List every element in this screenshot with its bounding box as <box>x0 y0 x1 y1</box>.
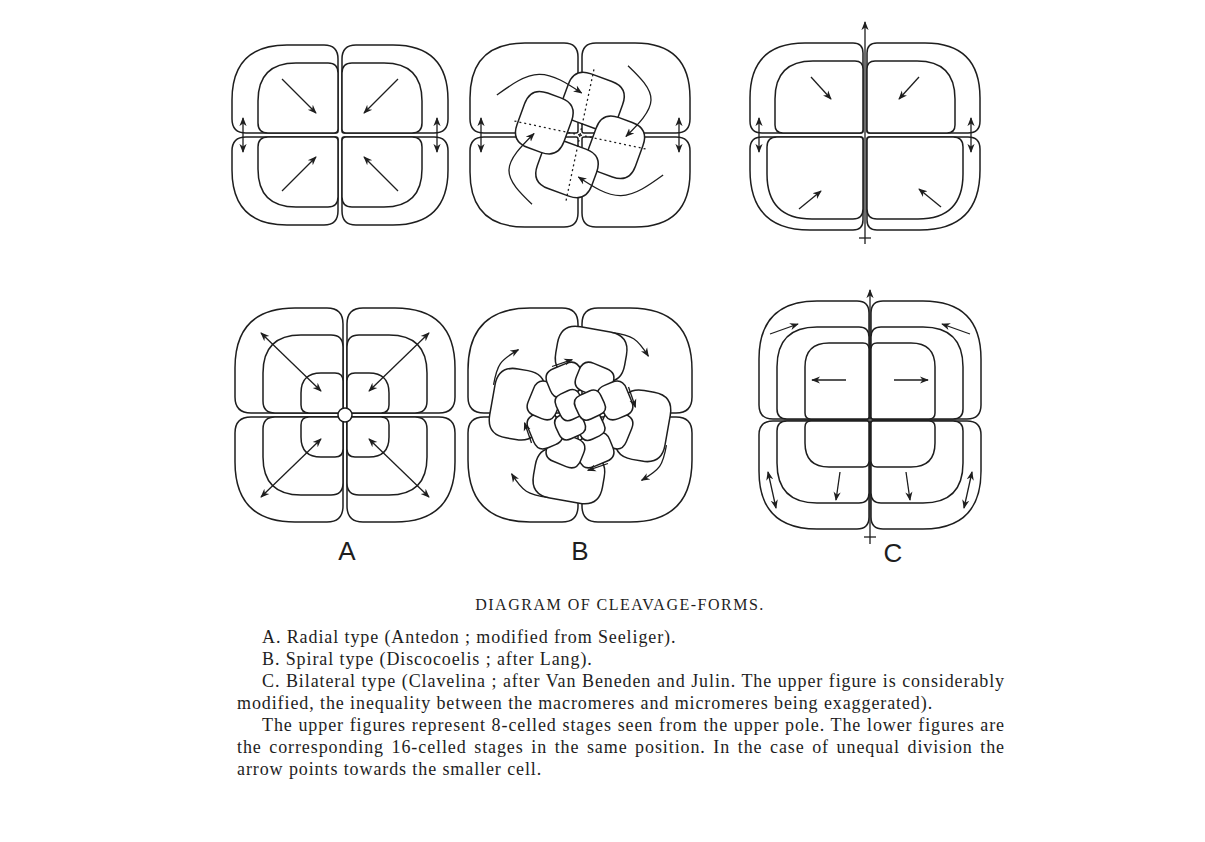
macromere-cell <box>232 45 338 133</box>
furrow-dotted-line <box>580 67 595 135</box>
diagram-title: DIAGRAM OF CLEAVAGE-FORMS. <box>475 595 765 615</box>
central-cell <box>871 343 935 419</box>
spiral-arrow <box>642 445 667 480</box>
middle-cell <box>777 421 869 503</box>
cleavage-arrow <box>836 472 840 500</box>
micromere-cell <box>342 63 422 133</box>
cell-drawings <box>232 43 981 529</box>
micromere-cell <box>258 137 338 207</box>
cleavage-arrow <box>364 79 398 113</box>
central-cell <box>871 421 935 467</box>
outer-cell <box>235 308 343 413</box>
double-arrow <box>480 118 481 152</box>
inner-cell <box>301 417 343 457</box>
caption-paragraph: The upper figures represent 8-celled sta… <box>237 714 1005 780</box>
outer-cell <box>347 308 455 413</box>
cleavage-arrow <box>770 324 798 334</box>
spiral-arrow <box>626 66 651 137</box>
macromere-cell <box>767 137 863 219</box>
cleavage-arrow <box>942 324 970 334</box>
middle-cell <box>777 327 869 419</box>
spiral-arrow <box>512 474 549 498</box>
spiral-arrow <box>525 423 532 443</box>
double-arrow <box>261 333 321 391</box>
macromere-cell <box>342 45 448 133</box>
figure-letter: A <box>338 536 355 566</box>
caption-paragraph: B. Spiral type (Discocoelis ; after Lang… <box>237 648 1005 670</box>
inner-cell <box>347 417 389 457</box>
double-arrow <box>436 118 437 152</box>
double-arrow <box>242 118 243 152</box>
figure-letter: B <box>571 536 588 566</box>
inner-cell <box>347 373 389 413</box>
spiral-arrow <box>552 360 572 367</box>
cleavage-arrow <box>894 379 928 380</box>
inner-cell <box>301 373 343 413</box>
double-arrow <box>261 439 321 497</box>
caption-block: A. Radial type (Antedon ; modified from … <box>237 626 1005 780</box>
macromere-cell <box>867 43 980 133</box>
furrow-dotted-line <box>565 135 580 203</box>
apical-cell <box>572 387 608 422</box>
macromere-cell <box>750 43 863 133</box>
micromere-cell <box>867 61 955 133</box>
micromere-cell <box>342 137 422 207</box>
cleavage-arrow <box>799 191 821 209</box>
double-arrow <box>964 472 972 508</box>
caption-paragraph: A. Radial type (Antedon ; modified from … <box>237 626 1005 648</box>
figure-letter: C <box>884 538 903 568</box>
double-arrow <box>970 118 971 152</box>
macromere-cell <box>232 137 338 225</box>
spiral-arrow <box>611 332 648 356</box>
spiral-arrow <box>497 74 582 95</box>
micromere-cell <box>258 63 338 133</box>
cleavage-arrow <box>364 157 398 191</box>
cleavage-arrow <box>811 77 831 99</box>
outer-cell <box>759 301 869 419</box>
furrow-dotted-line <box>580 135 648 150</box>
median-axis <box>864 22 865 244</box>
middle-cell <box>871 421 963 503</box>
spiral-arrow <box>578 175 663 196</box>
cleavage-arrow <box>906 472 910 500</box>
macromere-cell <box>867 137 980 230</box>
micromere-cell <box>775 61 863 133</box>
furrow-dotted-line <box>512 120 580 135</box>
outer-cell <box>347 417 455 522</box>
macromere-cell <box>750 137 863 230</box>
outer-cell <box>235 417 343 522</box>
spiral-arrow <box>509 134 534 205</box>
central-cell <box>805 421 869 467</box>
cleavage-arrows <box>243 22 972 544</box>
double-arrow <box>758 118 759 152</box>
cleavage-arrow <box>899 77 919 99</box>
central-cell <box>805 343 869 419</box>
spiral-arrow <box>628 387 635 407</box>
macromere-cell <box>342 137 448 225</box>
median-axis <box>869 290 870 544</box>
double-arrow <box>768 472 776 508</box>
spiral-arrow <box>494 350 519 385</box>
polar-gap <box>338 408 352 422</box>
double-arrow <box>369 439 429 497</box>
cleavage-arrow <box>919 189 941 207</box>
cleavage-arrow <box>282 79 316 113</box>
outer-cell <box>759 421 869 529</box>
cleavage-arrow <box>282 157 316 191</box>
double-arrow <box>369 333 429 391</box>
axis-cross <box>859 237 871 238</box>
outer-cell <box>871 301 981 419</box>
double-arrow <box>678 118 679 152</box>
outer-cell <box>871 421 981 529</box>
spiral-arrow <box>588 463 608 470</box>
middle-cell <box>871 327 963 419</box>
caption-paragraph: C. Bilateral type (Clavelina ; after Van… <box>237 670 1005 714</box>
axis-cross <box>864 536 876 537</box>
cleavage-arrow <box>812 379 846 380</box>
macromere-cell <box>867 137 963 219</box>
